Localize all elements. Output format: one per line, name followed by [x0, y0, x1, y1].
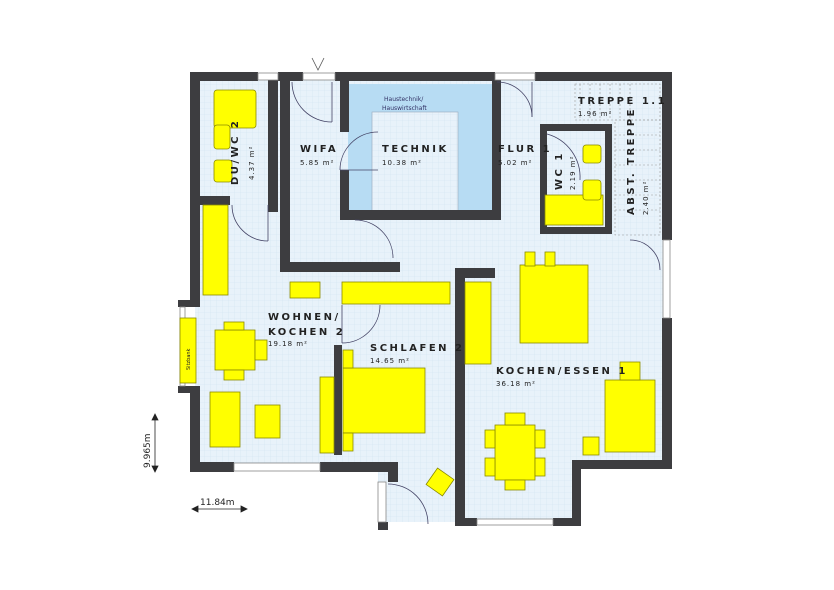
wifa-name: WIFA	[300, 144, 338, 155]
wardrobe	[341, 281, 451, 305]
du-wc2-name: DU/WC 2	[230, 119, 241, 185]
schlafen-name: SCHLAFEN 2	[370, 343, 465, 354]
schlafen-area: 14.65 m²	[370, 357, 410, 365]
washbasin	[213, 124, 231, 150]
wohnen-name-1: WOHNEN/	[268, 312, 341, 323]
technik-area: 10.38 m²	[382, 159, 422, 167]
room-labels: DU/WC 2 4.37 m² WIFA 5.85 m² Haustechnik…	[186, 96, 667, 388]
technik-sub2: Hauswirtschaft	[382, 105, 427, 112]
height-dimension: 9.965m	[143, 433, 153, 468]
bench-label: Sitzbank	[186, 348, 192, 370]
abst-name: ABST. TREPPE	[626, 107, 637, 215]
wc1-name: WC 1	[554, 151, 565, 190]
sofa-kochen	[604, 379, 656, 453]
flur1-area: 5.02 m²	[498, 159, 532, 167]
kitchen-island	[519, 264, 589, 344]
sideboard	[289, 281, 321, 299]
width-dimension: 11.84m	[200, 498, 235, 508]
walls	[178, 72, 672, 530]
furniture	[179, 89, 656, 497]
tall-cabinets	[464, 281, 492, 365]
dimension-lines	[151, 413, 248, 513]
coffee-table	[254, 404, 281, 439]
toilet-icon	[213, 159, 233, 183]
kochen-area: 36.18 m²	[496, 380, 536, 388]
sofa	[209, 391, 241, 448]
armchair	[425, 467, 455, 497]
treppe-area: 1.96 m²	[578, 110, 612, 118]
dining-table	[494, 424, 536, 481]
staircase	[574, 83, 661, 236]
wc1-area: 2.19 m²	[569, 156, 577, 190]
door-swings	[231, 57, 661, 525]
kochen-name: KOCHEN/ESSEN 1	[496, 366, 628, 377]
kitchenette	[202, 204, 229, 296]
abst-area: 2.40 m²	[642, 181, 650, 215]
technik-sub1: Haustechnik/	[384, 96, 424, 103]
shower-tray	[213, 89, 257, 129]
bench	[179, 317, 197, 384]
wifa-area: 5.85 m²	[300, 159, 334, 167]
du-wc2-area: 4.37 m²	[248, 146, 256, 180]
wohnen-name-2: KOCHEN 2	[268, 327, 345, 338]
flur1-name: FLUR 1	[498, 144, 552, 155]
table-wohnen	[214, 329, 256, 371]
treppe-name: TREPPE 1.1	[578, 96, 667, 107]
double-bed	[342, 367, 426, 434]
wohnen-area: 19.18 m²	[268, 340, 308, 348]
technik-name: TECHNIK	[382, 144, 449, 155]
technik-inner-area	[371, 111, 459, 213]
desk	[319, 376, 335, 454]
